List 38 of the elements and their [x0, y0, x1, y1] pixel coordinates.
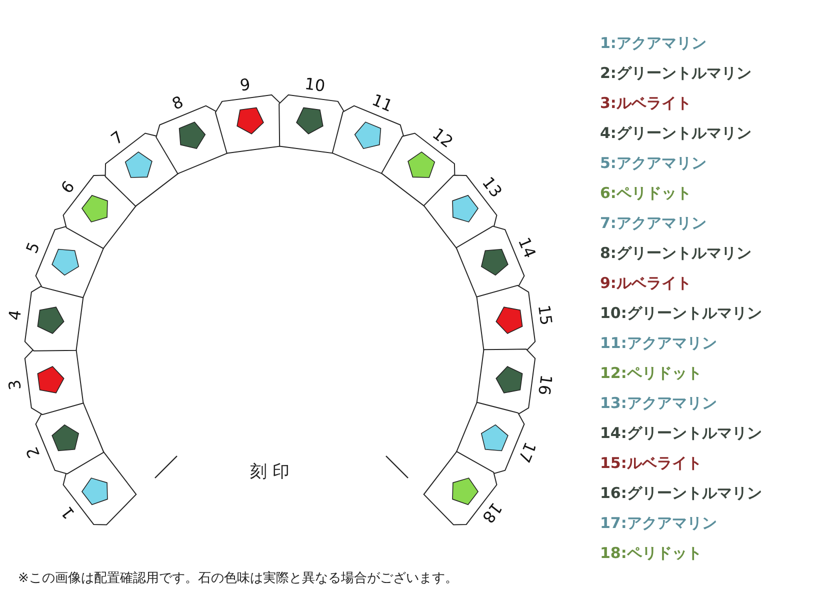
legend-entry: 16:グリーントルマリン: [600, 484, 762, 502]
legend-entry: 6:ペリドット: [600, 184, 692, 202]
position-number: 13: [477, 172, 507, 203]
legend-entry: 4:グリーントルマリン: [600, 124, 752, 142]
position-number: 3: [4, 378, 26, 394]
position-number: 18: [478, 498, 507, 529]
legend-entry: 8:グリーントルマリン: [600, 244, 752, 262]
legend-entry: 3:ルベライト: [600, 94, 692, 112]
position-number: 12: [428, 123, 458, 154]
legend-entry: 18:ペリドット: [600, 544, 702, 562]
legend-entry: 10:グリーントルマリン: [600, 304, 762, 322]
position-number: 4: [4, 308, 26, 324]
legend-entry: 13:アクアマリン: [600, 394, 717, 412]
position-number: 2: [21, 443, 45, 463]
position-number: 7: [106, 126, 128, 150]
position-number: 6: [56, 176, 80, 199]
engraving-label: 刻 印: [250, 461, 290, 483]
legend-entry: 1:アクアマリン: [600, 34, 706, 52]
legend-entry: 17:アクアマリン: [600, 514, 717, 532]
position-number: 14: [513, 234, 541, 263]
legend-entry: 2:グリーントルマリン: [600, 64, 752, 82]
position-number: 11: [368, 89, 396, 118]
legend-entry: 9:ルベライト: [600, 274, 692, 292]
footnote: ※この画像は配置確認用です。石の色味は実際と異なる場合がございます。: [18, 570, 458, 587]
legend-entry: 12:ペリドット: [600, 364, 702, 382]
position-number: 15: [533, 302, 557, 328]
legend-entry: 14:グリーントルマリン: [600, 424, 762, 442]
position-number: 1: [56, 502, 80, 525]
position-number: 9: [238, 74, 252, 97]
position-number: 8: [168, 91, 187, 116]
legend-entry: 7:アクアマリン: [600, 214, 706, 232]
position-number: 17: [513, 438, 541, 468]
legend-entry: 5:アクアマリン: [600, 154, 706, 172]
position-number: 10: [302, 73, 328, 98]
position-number: 16: [533, 372, 557, 398]
legend-entry: 15:ルベライト: [600, 454, 702, 472]
legend-entry: 11:アクアマリン: [600, 334, 717, 352]
position-number: 5: [21, 238, 45, 258]
